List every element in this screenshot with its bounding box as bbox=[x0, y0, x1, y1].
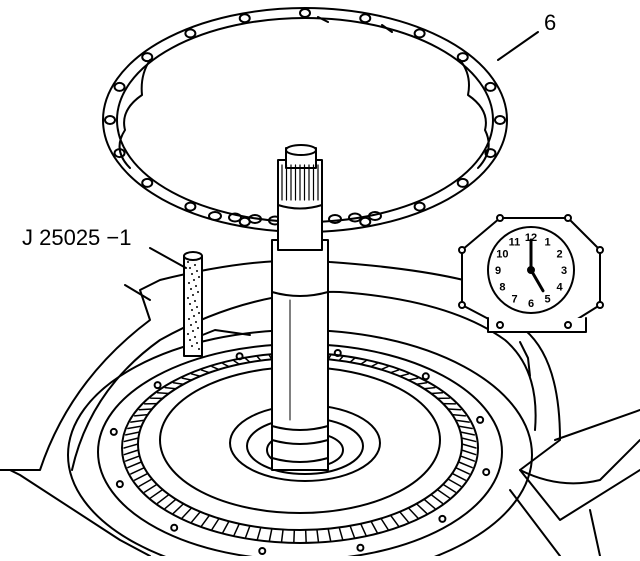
clock-number: 4 bbox=[557, 282, 564, 294]
clock-number: 2 bbox=[557, 249, 563, 261]
shaft-spline bbox=[278, 145, 322, 250]
callout-6: 6 bbox=[544, 10, 556, 36]
callout-tool-number: J 25025 −1 bbox=[22, 225, 131, 251]
clock-number: 11 bbox=[509, 236, 521, 248]
clock-number: 1 bbox=[544, 236, 550, 248]
clock-number: 6 bbox=[528, 298, 534, 310]
clock-number: 10 bbox=[496, 249, 508, 261]
input-shaft bbox=[272, 240, 328, 470]
callout-tool-leader bbox=[150, 248, 186, 268]
clock-number: 7 bbox=[511, 294, 517, 306]
clock-number: 8 bbox=[499, 282, 505, 294]
clock-number: 5 bbox=[544, 294, 550, 306]
clock-number: 3 bbox=[561, 265, 567, 277]
clock-number: 9 bbox=[495, 265, 501, 277]
callout-6-leader bbox=[498, 32, 538, 60]
